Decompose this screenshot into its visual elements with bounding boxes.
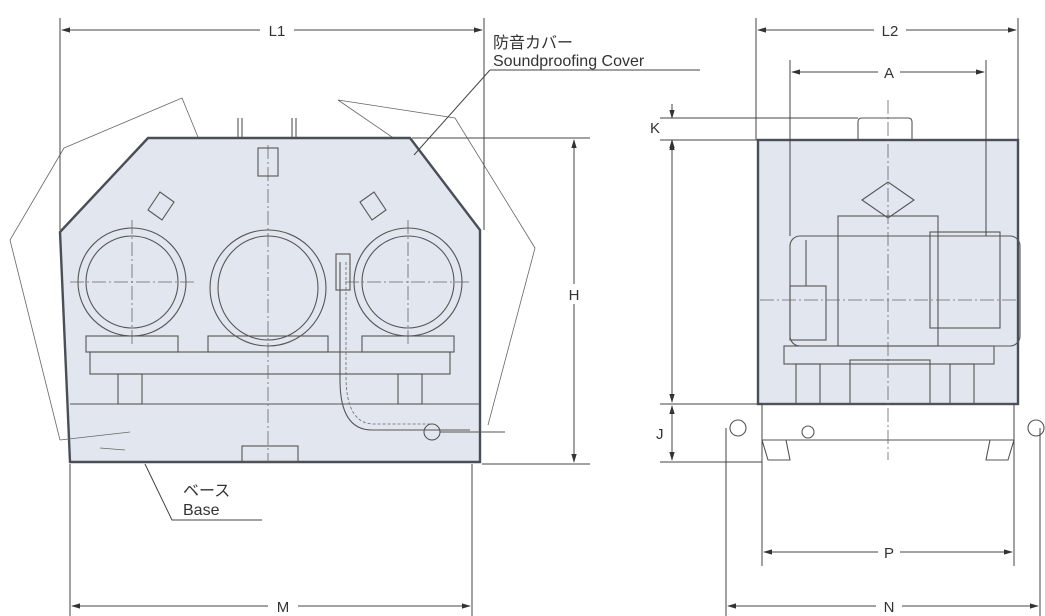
- dim-label-j: J: [656, 426, 664, 443]
- cover-label-jp: 防音カバー: [493, 34, 573, 52]
- base-leader-line: [144, 463, 262, 521]
- dim-label-k: K: [650, 120, 660, 137]
- dim-label-h: H: [569, 287, 580, 304]
- dim-label-l1: L1: [269, 23, 286, 40]
- dim-label-a: A: [884, 65, 894, 82]
- right-valve-icon: [359, 191, 387, 221]
- center-motor: [207, 145, 329, 462]
- front-view: L1 H M 防音カバー Soundproofing Cover ベース Bas…: [9, 18, 700, 616]
- outlet-pipe: [339, 262, 470, 431]
- cover-leader-line: [413, 69, 491, 156]
- handle-icon: [857, 117, 913, 140]
- top-valve-icon: [861, 181, 915, 219]
- dim-label-m: M: [277, 599, 290, 616]
- dim-label-l2: L2: [882, 23, 899, 40]
- mount-left: [117, 373, 143, 405]
- bolt-left-icon: [729, 419, 747, 437]
- cover-label-en: Soundproofing Cover: [493, 53, 645, 70]
- side-view: L2 A K J P N: [650, 18, 1045, 616]
- left-valve-icon: [147, 191, 175, 221]
- dim-label-n: N: [884, 599, 895, 616]
- dim-label-p: P: [884, 545, 894, 562]
- cover-door-left-open: [63, 97, 201, 149]
- cover-door-right-open: [337, 99, 536, 426]
- soundproofing-cover-front: [58, 136, 482, 464]
- base-label-en: Base: [183, 502, 220, 519]
- cover-door-left-open-side: [9, 147, 65, 441]
- left-blower: [70, 191, 195, 353]
- right-blower: [345, 191, 470, 353]
- base-label-jp: ベース: [183, 483, 230, 500]
- base-foot: [241, 445, 299, 463]
- mount-right: [397, 373, 423, 405]
- bolt-right-icon: [1027, 419, 1045, 437]
- center-pipe: [257, 147, 279, 177]
